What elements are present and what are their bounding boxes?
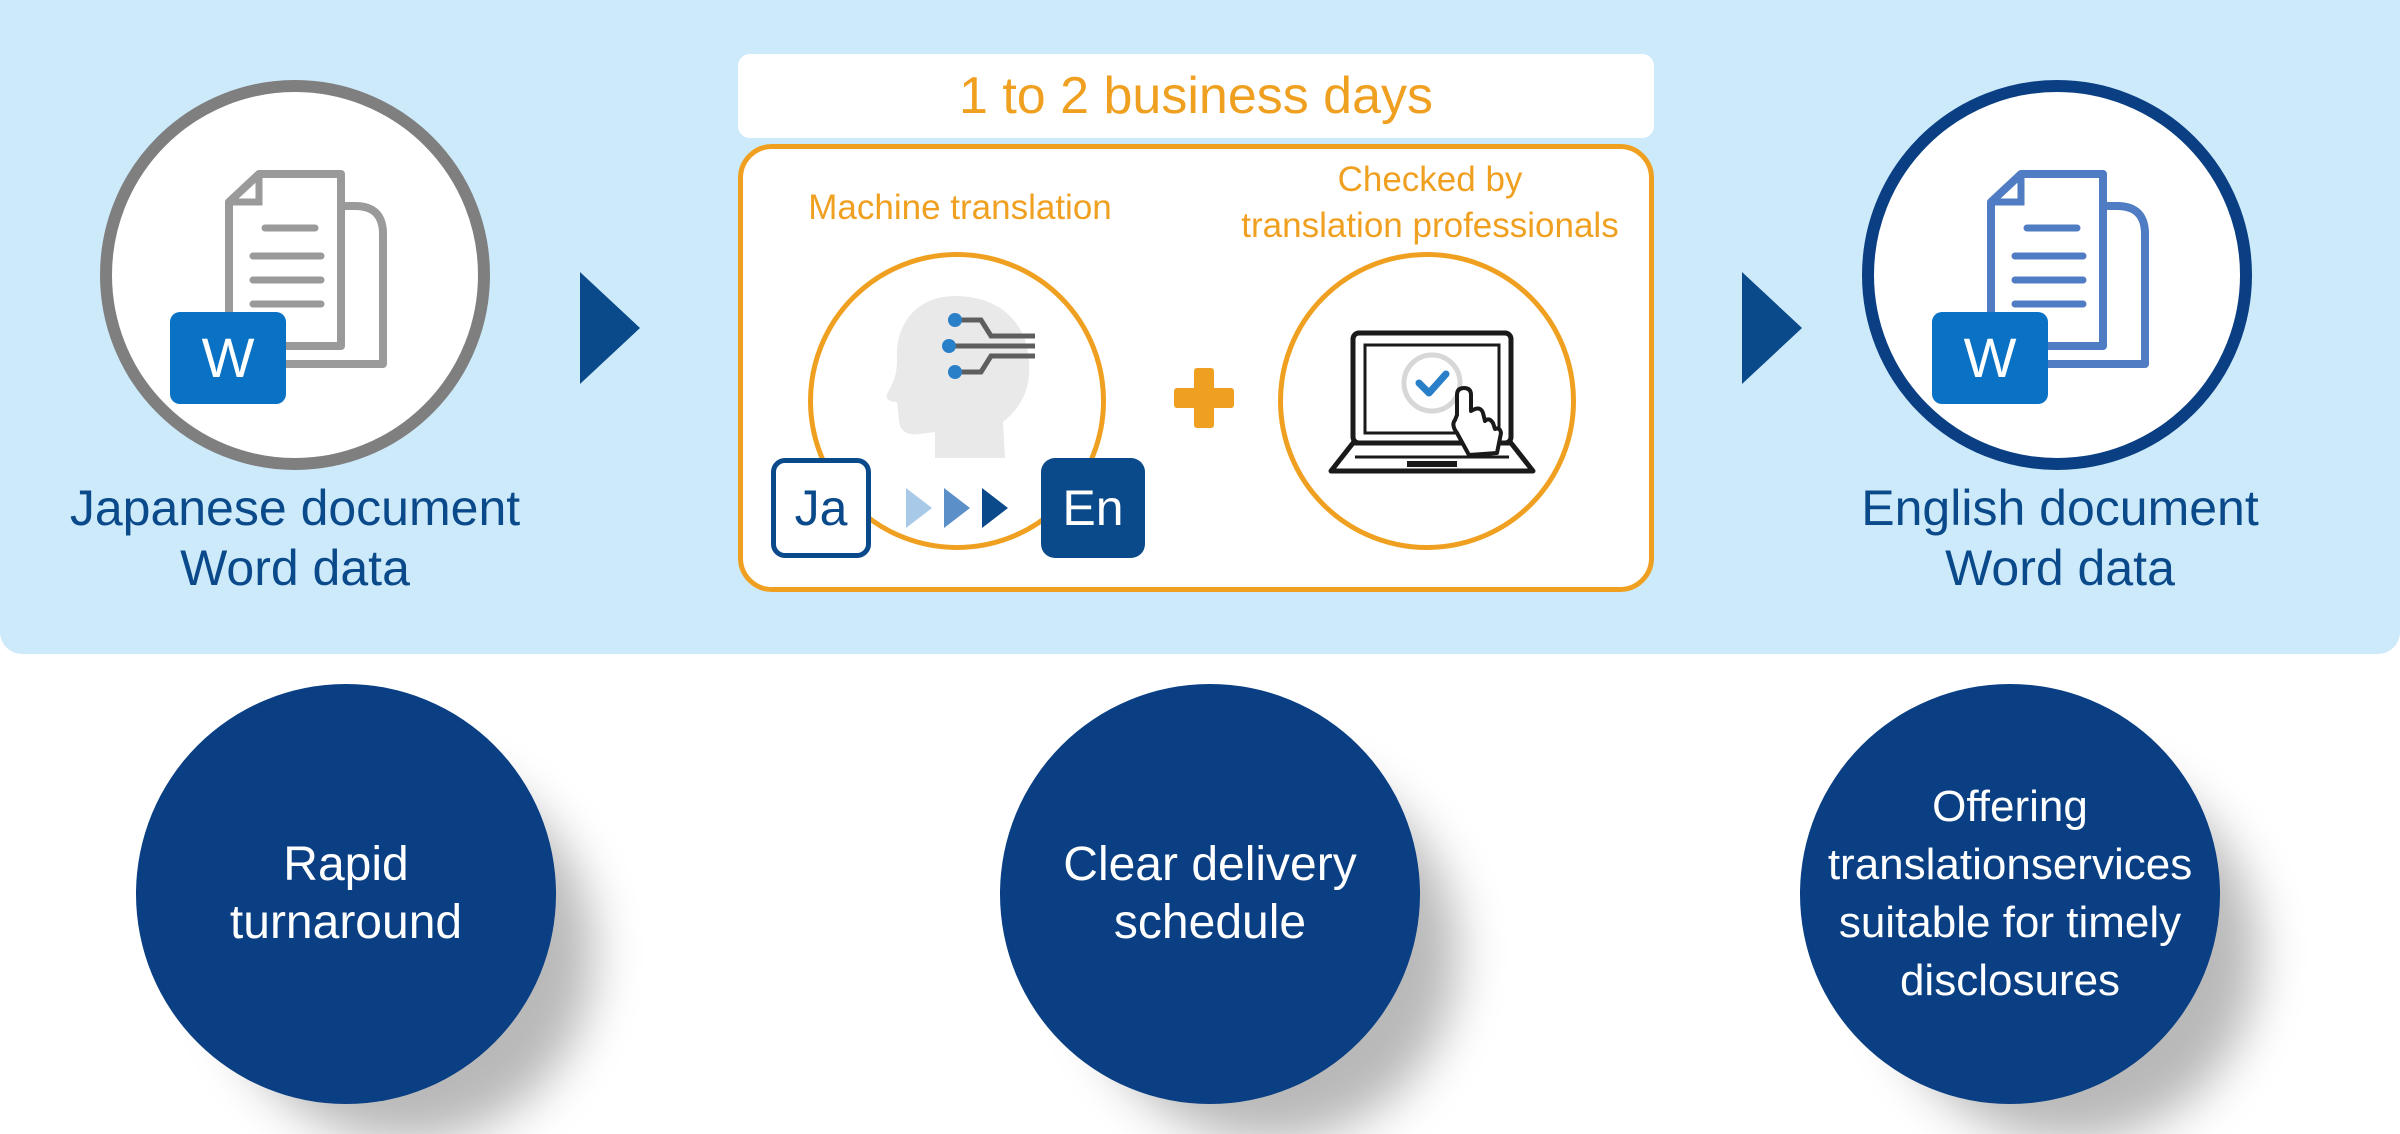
duration-label: 1 to 2 business days	[738, 54, 1654, 138]
arrow-right-icon	[1742, 272, 1802, 384]
checked-label-2: translation professionals	[1241, 206, 1619, 245]
arrow-right-icon	[580, 272, 640, 384]
benefit-rapid-turnaround: Rapid turnaround	[136, 684, 556, 1104]
japanese-document-label-2: Word data	[180, 540, 410, 596]
document-icon	[225, 170, 387, 368]
english-document-label-1: English document	[1861, 480, 2259, 536]
benefit-text: turnaround	[229, 896, 463, 949]
english-document-label-2: Word data	[1945, 540, 2175, 596]
benefit-timely-disclosures: Offering translationservices suitable fo…	[1800, 684, 2220, 1104]
plus-icon	[1174, 368, 1234, 428]
benefit-text: Offering	[1932, 782, 2088, 831]
benefit-text: disclosures	[1899, 956, 2121, 1005]
machine-translation-label: Machine translation	[808, 188, 1112, 227]
benefit-text: schedule	[1113, 896, 1307, 949]
checked-label-1: Checked by	[1337, 160, 1523, 199]
target-language-badge: En	[1041, 458, 1145, 558]
benefit-text: Clear delivery	[1063, 838, 1357, 891]
japanese-document-label-1: Japanese document	[69, 480, 521, 536]
laptop-check-icon	[1328, 330, 1536, 474]
word-icon: W	[170, 312, 286, 404]
benefit-text: suitable for timely	[1838, 898, 2182, 947]
benefit-clear-schedule: Clear delivery schedule	[1000, 684, 1420, 1104]
brain-ai-icon	[886, 296, 1035, 458]
source-language-badge: Ja	[771, 458, 871, 558]
benefit-text: translationservices	[1827, 840, 2193, 889]
word-icon: W	[1932, 312, 2048, 404]
conversion-arrows-icon	[906, 488, 1008, 528]
benefit-text: Rapid	[283, 838, 409, 891]
document-icon	[1987, 170, 2149, 368]
